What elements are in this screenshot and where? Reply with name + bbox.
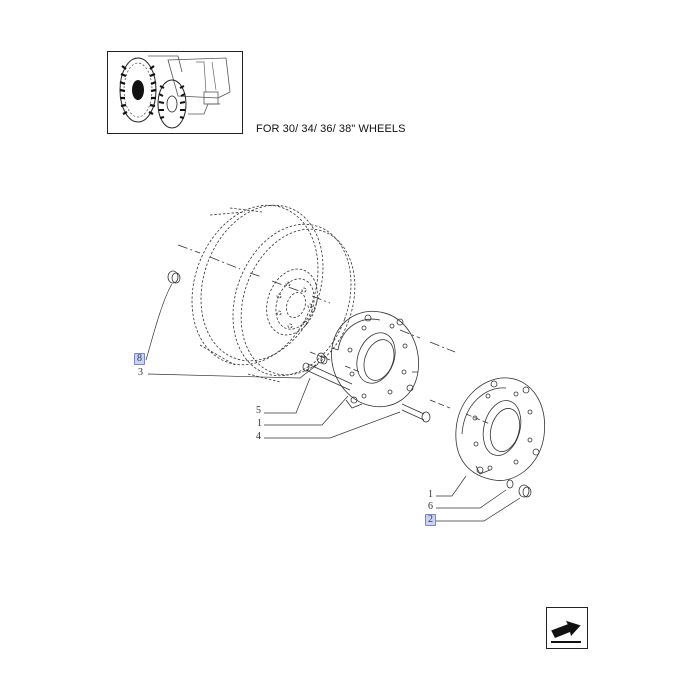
- nut-mid: [316, 352, 328, 365]
- callout-6: 6: [428, 501, 433, 512]
- wheel-size-caption: FOR 30/ 34/ 36/ 38" WHEELS: [256, 123, 406, 135]
- leader-lines: [145, 283, 521, 522]
- callout-4: 4: [256, 431, 261, 442]
- nut-lower: [518, 484, 532, 498]
- axle-centerline: [177, 244, 456, 353]
- wheel-rim: [191, 204, 356, 383]
- outer-wheel-weight: [455, 377, 546, 481]
- callout-1-lower: 1: [428, 489, 433, 500]
- next-page-arrow-icon: [550, 619, 582, 643]
- callout-1-upper: 1: [257, 418, 262, 429]
- next-page-button[interactable]: [546, 607, 588, 649]
- callout-8[interactable]: 8: [134, 353, 145, 365]
- tractor-wheel-thumbnail-icon: [108, 52, 242, 133]
- long-bolt: [302, 362, 431, 423]
- callout-3: 3: [138, 367, 143, 378]
- washer-lower: [506, 479, 514, 489]
- nut-upper: [167, 270, 181, 284]
- callout-2[interactable]: 2: [425, 514, 436, 526]
- inner-wheel-weight: [331, 310, 420, 409]
- tractor-thumbnail: [107, 51, 243, 134]
- callout-5: 5: [256, 405, 261, 416]
